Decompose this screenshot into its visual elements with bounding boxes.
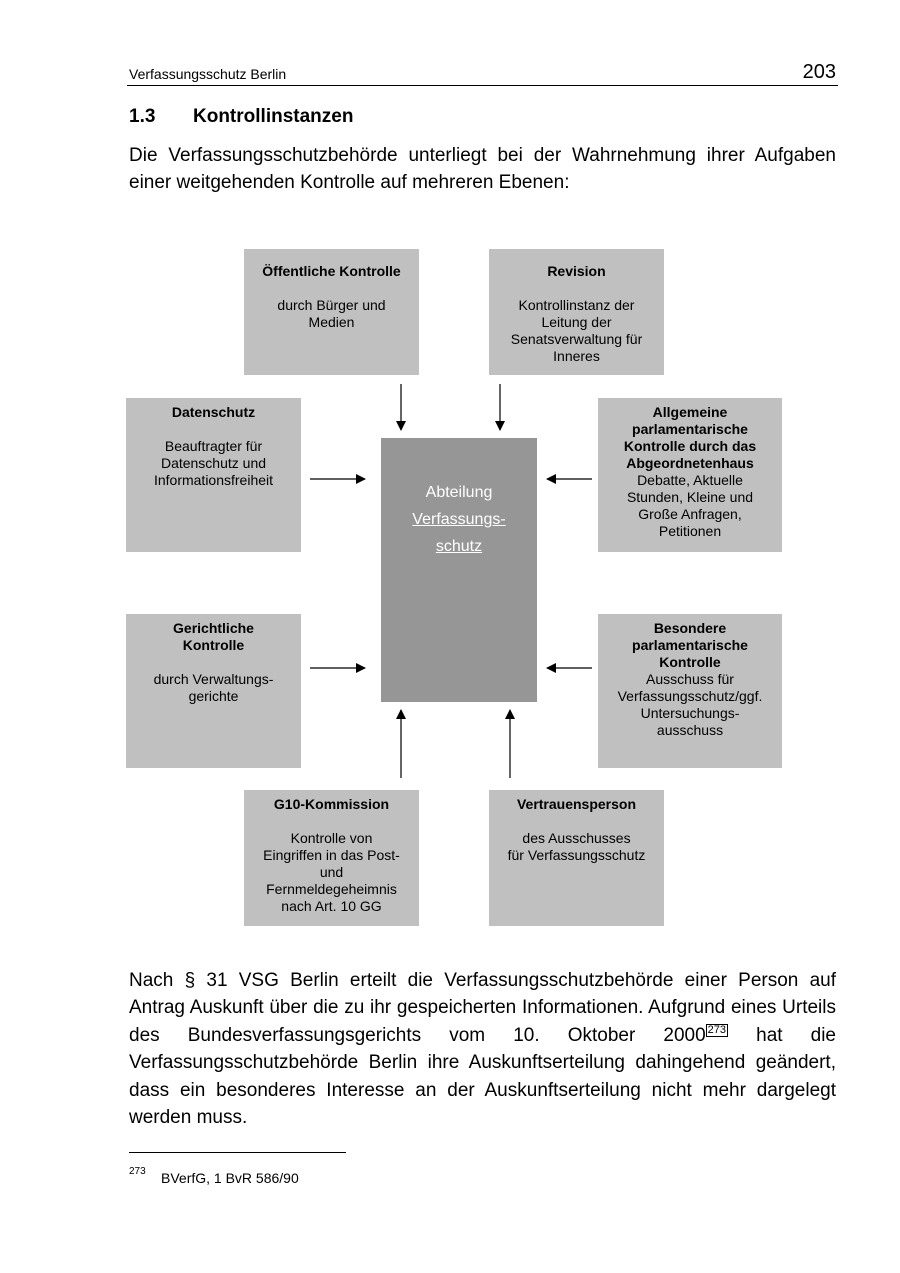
center-line: Abteilung [425, 484, 493, 501]
section-number: 1.3 [129, 106, 156, 127]
box-line: Kontrolle von [290, 830, 373, 846]
box-title: Datenschutz [171, 404, 256, 420]
footnote-number: 273 [129, 1166, 146, 1177]
box-line: Fernmeldegeheimnis [266, 881, 397, 897]
box-title: Revision [547, 263, 606, 279]
footnote-text: BVerfG, 1 BvR 586/90 [161, 1170, 299, 1186]
box-title: Kontrolle durch das [623, 438, 757, 454]
box-line: Kontrollinstanz der [518, 297, 635, 313]
center-line: Verfassungs- [412, 511, 506, 528]
box-title: Vertrauensperson [516, 796, 637, 812]
running-header: Verfassungsschutz Berlin [129, 66, 287, 82]
box-g10-kommission: G10-Kommission Kontrolle von Eingriffen … [244, 790, 419, 926]
box-gerichtliche-kontrolle: Gerichtliche Kontrolle durch Verwaltungs… [126, 614, 301, 768]
box-line: Stunden, Kleine und [626, 489, 754, 505]
box-line: Debatte, Aktuelle [637, 472, 743, 488]
box-line: Senatsverwaltung für [510, 331, 643, 347]
box-line: Informationsfreiheit [153, 472, 274, 488]
box-title: Gerichtliche [173, 620, 254, 636]
box-title: Kontrolle [659, 654, 721, 670]
box-line: für Verfassungsschutz [507, 847, 646, 863]
box-title: Besondere [653, 620, 727, 636]
body-text-part1: Nach § 31 VSG Berlin erteilt die Verfass… [129, 970, 836, 1046]
box-line: Medien [308, 314, 355, 330]
box-line: Verfassungsschutz/ggf. [617, 688, 763, 704]
body-text-part2: hat die Verfassungsschutzbehörde Berlin … [129, 1024, 836, 1129]
section-title: Kontrollinstanzen [193, 106, 354, 127]
box-revision: Revision Kontrollinstanz der Leitung der… [489, 249, 664, 375]
box-line: nach Art. 10 GG [281, 898, 382, 914]
box-line: durch Verwaltungs- [153, 671, 274, 687]
box-line: Große Anfragen, [638, 506, 742, 522]
box-title: G10-Kommission [273, 796, 390, 812]
box-title: Kontrolle [182, 637, 245, 653]
box-title: Öffentliche Kontrolle [262, 263, 401, 279]
page-number: 203 [802, 61, 836, 83]
center-line: schutz [435, 538, 483, 555]
box-vertrauensperson: Vertrauensperson des Ausschusses für Ver… [489, 790, 664, 926]
footnote-rule [129, 1152, 346, 1153]
box-line: und [319, 864, 344, 880]
box-datenschutz: Datenschutz Beauftragter für Datenschutz… [126, 398, 301, 552]
box-allgemeine-parlamentarische-kontrolle: Allgemeine parlamentarische Kontrolle du… [598, 398, 782, 552]
box-line: ausschuss [656, 722, 724, 738]
box-line: Leitung der [541, 314, 612, 330]
box-line: des Ausschusses [522, 830, 631, 846]
box-line: Ausschuss für [646, 671, 734, 687]
footnote-reference[interactable]: 273 [705, 1024, 729, 1038]
box-line: Inneres [553, 348, 600, 364]
box-besondere-parlamentarische-kontrolle: Besondere parlamentarische Kontrolle Aus… [598, 614, 782, 768]
box-title: parlamentarische [632, 421, 748, 437]
box-line: Datenschutz und [160, 455, 267, 471]
box-title: parlamentarische [632, 637, 748, 653]
box-oeffentliche-kontrolle: Öffentliche Kontrolle durch Bürger und M… [244, 249, 419, 375]
box-line: durch Bürger und [277, 297, 386, 313]
center-box-abteilung-verfassungsschutz: Abteilung Verfassungs- schutz [381, 438, 537, 702]
box-title: Allgemeine [652, 404, 728, 420]
box-line: gerichte [188, 688, 239, 704]
header-rule [127, 85, 838, 86]
box-line: Eingriffen in das Post- [263, 847, 400, 863]
box-line: Untersuchungs- [640, 705, 740, 721]
box-title: Abgeordnetenhaus [626, 455, 754, 471]
box-line: Petitionen [658, 523, 722, 539]
body-paragraph: Nach § 31 VSG Berlin erteilt die Verfass… [129, 967, 836, 1131]
intro-paragraph: Die Verfassungsschutzbehörde unterliegt … [129, 145, 836, 194]
box-line: Beauftragter für [164, 438, 263, 454]
